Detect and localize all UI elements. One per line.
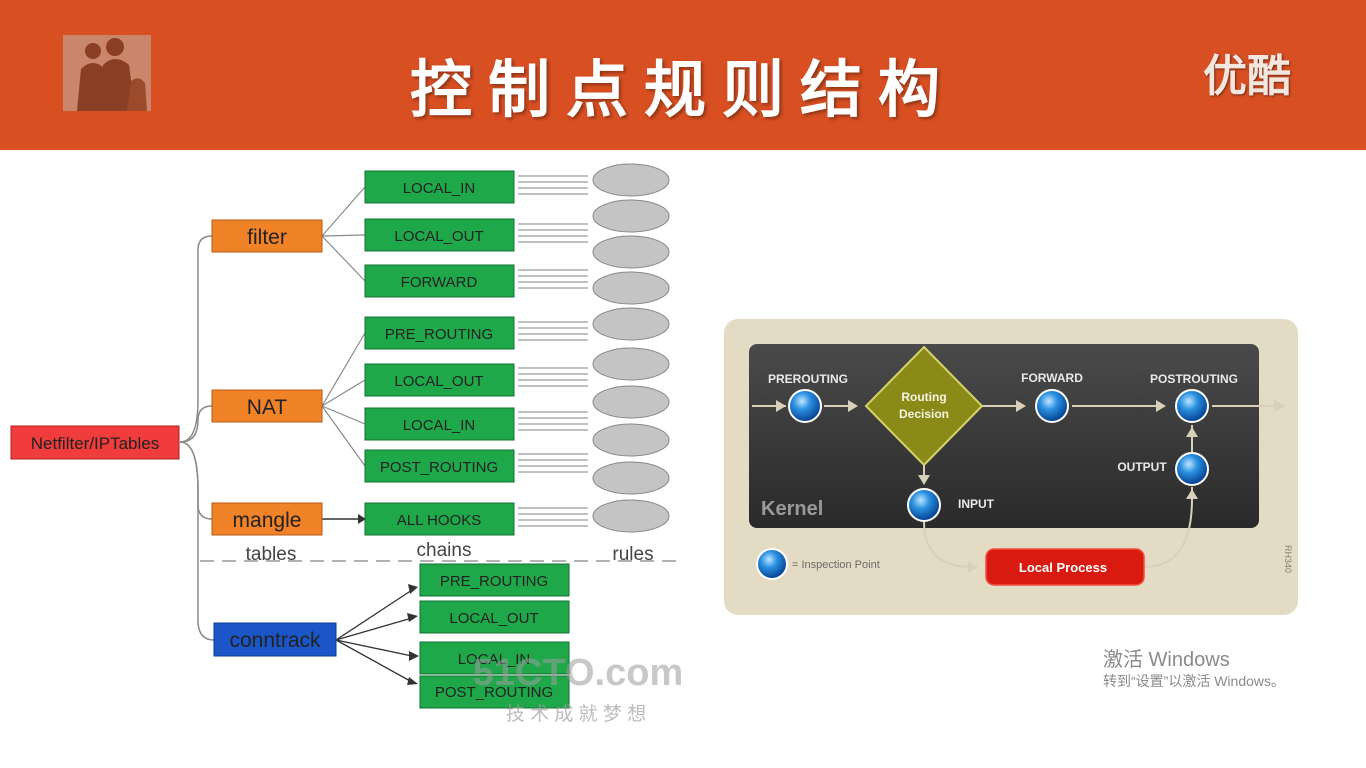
label-postrouting: POSTROUTING <box>1150 372 1238 386</box>
chain-label: PRE_ROUTING <box>440 573 548 590</box>
table-label-nat: NAT <box>247 396 288 419</box>
kernel-label: Kernel <box>761 498 823 520</box>
chain-box <box>419 675 570 709</box>
chain-box <box>364 264 515 298</box>
inspection-point-postrouting <box>1175 389 1209 423</box>
table-label-filter: filter <box>247 226 287 249</box>
label-prerouting: PREROUTING <box>768 372 848 386</box>
chain-box <box>364 316 515 350</box>
activation-title: 激活 Windows <box>1103 649 1230 671</box>
chain-box <box>364 218 515 252</box>
routing-decision-label-2: Decision <box>899 407 949 421</box>
page-title: 控制点规则结构 <box>409 53 956 126</box>
activation-subtitle: 转到“设置”以激活 Windows。 <box>1103 673 1286 689</box>
root-connectors <box>179 235 215 641</box>
brand-logo: 优酷 <box>1203 51 1291 102</box>
root-label: Netfilter/IPTables <box>31 434 160 453</box>
chain-label: LOCAL_OUT <box>449 610 538 627</box>
chain-box <box>364 502 515 536</box>
nat-chains: PRE_ROUTING LOCAL_OUT LOCAL_IN POST_ROUT… <box>364 316 515 483</box>
chain-label: POST_ROUTING <box>435 684 553 701</box>
root-box <box>10 425 180 460</box>
chain-box <box>364 170 515 204</box>
chain-label: LOCAL_OUT <box>394 228 483 245</box>
table-box-mangle <box>211 502 323 536</box>
chain-label: LOCAL_IN <box>403 417 476 434</box>
local-process-label: Local Process <box>1019 560 1107 575</box>
routing-decision-label-1: Routing <box>901 390 946 404</box>
rule-lines <box>518 175 588 527</box>
chain-box <box>364 449 515 483</box>
site-watermark: 51CTO.com <box>473 652 683 694</box>
inspection-point-prerouting <box>788 389 822 423</box>
table-box-conntrack <box>213 622 337 657</box>
routing-decision-diamond <box>864 345 984 467</box>
table-box-nat <box>211 389 323 423</box>
label-output: OUTPUT <box>1117 460 1167 474</box>
table-box-filter <box>211 219 323 253</box>
mangle-arrowhead <box>358 514 366 524</box>
slogan-watermark: 技 术 成 就 梦 想 <box>506 703 646 725</box>
header-banner: 控制点规则结构 优酷 <box>0 0 1366 150</box>
legend-inspection-icon <box>756 548 788 580</box>
filter-chains: LOCAL_IN LOCAL_OUT FORWARD <box>364 170 515 298</box>
chain-box <box>419 563 570 597</box>
conntrack-arrowheads <box>407 584 419 685</box>
chain-box <box>419 641 570 675</box>
column-label-tables: tables <box>246 544 297 565</box>
label-forward: FORWARD <box>1021 371 1083 385</box>
inspection-point-input <box>907 488 941 522</box>
local-process-box <box>985 548 1145 586</box>
activation-watermark: 激活 Windows 转到“设置”以激活 Windows。 <box>1103 648 1285 690</box>
rule-ellipses <box>592 163 670 533</box>
chain-box <box>419 600 570 634</box>
legend-text: = Inspection Point <box>792 559 880 571</box>
chain-label: PRE_ROUTING <box>385 326 493 343</box>
kernel-flow-diagram: Kernel Routing Decision PREROUTING FORWA… <box>724 319 1298 615</box>
chain-label: POST_ROUTING <box>380 459 498 476</box>
logo-photo <box>63 35 151 111</box>
chain-box <box>364 407 515 441</box>
column-label-rules: rules <box>612 544 653 565</box>
label-input: INPUT <box>958 497 995 511</box>
table-label-conntrack: conntrack <box>229 629 321 652</box>
people-silhouette-icon <box>63 35 151 111</box>
conntrack-chains: PRE_ROUTING LOCAL_OUT LOCAL_IN POST_ROUT… <box>419 563 570 709</box>
chain-label: LOCAL_IN <box>458 651 531 668</box>
column-label-chains: chains <box>417 540 472 561</box>
chain-connectors <box>321 186 366 467</box>
table-label-mangle: mangle <box>233 509 302 532</box>
chain-label: FORWARD <box>401 274 478 291</box>
chain-label: LOCAL_IN <box>403 180 476 197</box>
flow-arrowheads <box>776 400 1286 573</box>
inspection-point-output <box>1175 452 1209 486</box>
netfilter-tables-diagram: Netfilter/IPTables filter NAT mangle con… <box>10 163 683 725</box>
chain-label: LOCAL_OUT <box>394 373 483 390</box>
conntrack-arrows <box>335 589 413 683</box>
inspection-point-forward <box>1035 389 1069 423</box>
side-code: RH340 <box>1283 545 1293 573</box>
kernel-panel <box>749 344 1259 528</box>
chain-box <box>364 363 515 397</box>
chain-label: ALL HOOKS <box>397 512 481 529</box>
